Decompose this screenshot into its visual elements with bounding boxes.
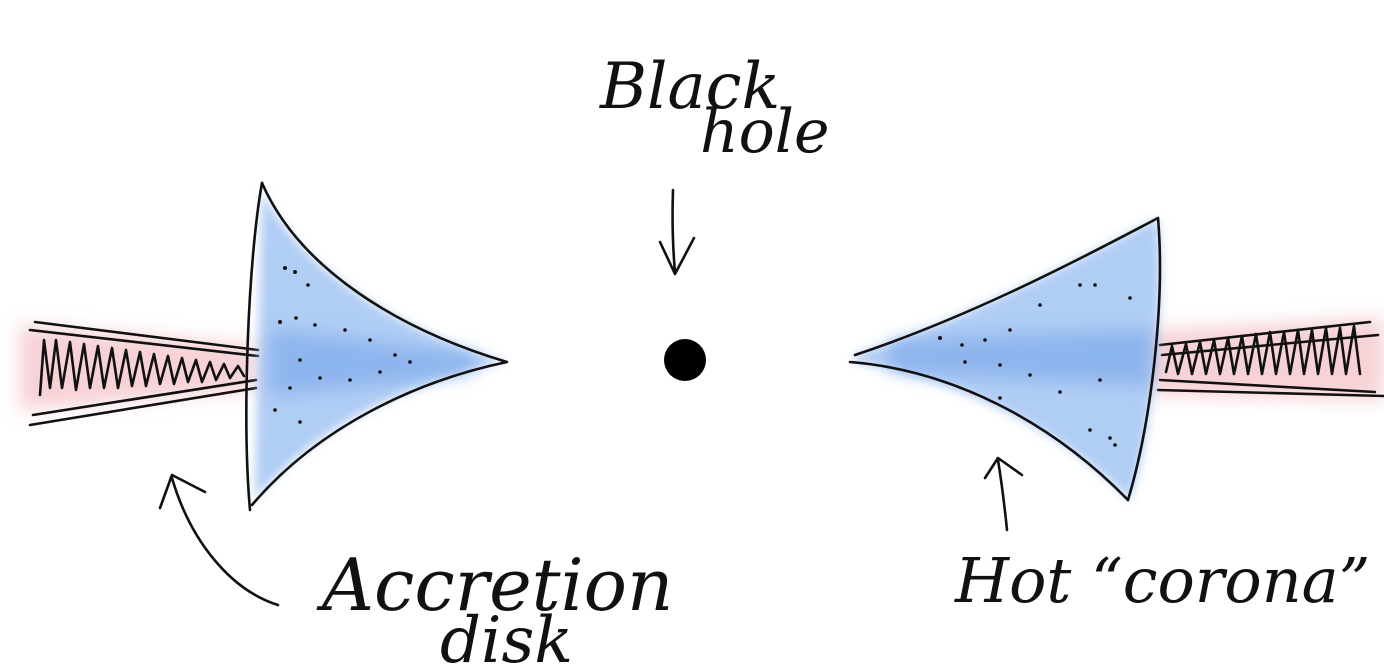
corona-arrow xyxy=(985,458,1022,530)
black-hole-arrow xyxy=(660,190,694,274)
black-hole-dot xyxy=(664,339,706,381)
right-corona xyxy=(850,218,1160,500)
right-accretion-disk xyxy=(1150,318,1384,400)
black-hole-label-line2: hole xyxy=(700,97,829,167)
left-accretion-disk xyxy=(20,322,258,425)
accretion-label-line2: disk xyxy=(440,604,573,672)
corona-label: Hot “corona” xyxy=(954,544,1370,617)
left-corona xyxy=(246,183,507,510)
